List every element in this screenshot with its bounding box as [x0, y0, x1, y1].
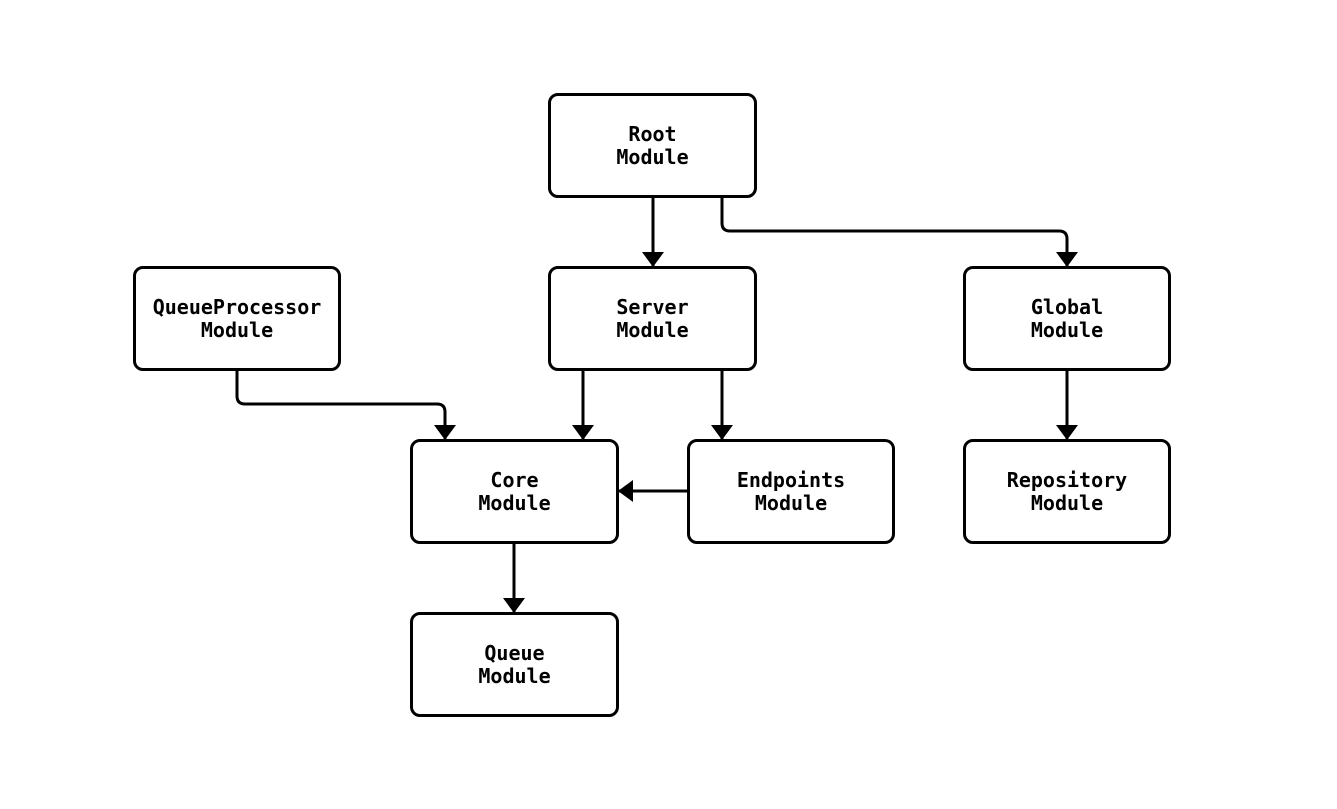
node-label: Queue Module [478, 640, 551, 688]
node-label: Core Module [478, 467, 551, 515]
node-repository-module: Repository Module [963, 439, 1171, 544]
node-queueprocessor-module: QueueProcessor Module [133, 266, 341, 371]
edge-root-module-to-global-module [720, 198, 1078, 267]
node-label: Global Module [1030, 294, 1104, 342]
node-endpoints-module: Endpoints Module [687, 439, 895, 544]
node-label: QueueProcessor Module [152, 294, 322, 342]
node-root-module: Root Module [548, 93, 757, 198]
node-core-module: Core Module [410, 439, 619, 544]
node-label: Root Module [616, 121, 689, 169]
node-label: Repository Module [1006, 467, 1128, 515]
node-global-module: Global Module [963, 266, 1171, 371]
node-queue-module: Queue Module [410, 612, 619, 717]
node-label: Endpoints Module [736, 467, 846, 515]
edges [235, 198, 1078, 613]
node-server-module: Server Module [548, 266, 757, 371]
node-label: Server Module [616, 294, 689, 342]
edge-queueprocessor-module-to-core-module [235, 371, 456, 440]
